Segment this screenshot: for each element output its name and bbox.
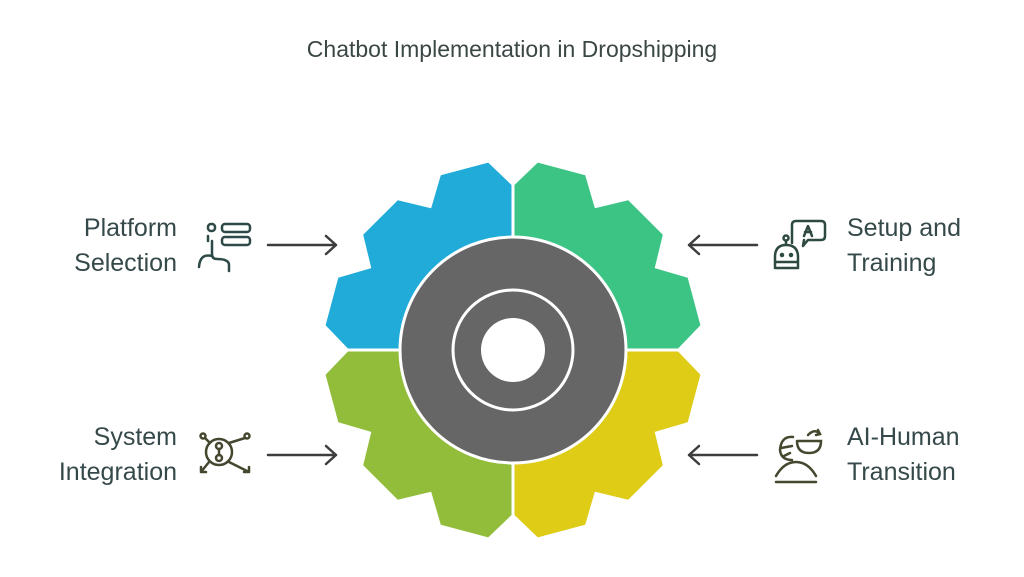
- label-ai-human-transition: AI-Human Transition: [847, 420, 960, 490]
- label-line: Training: [847, 249, 937, 277]
- label-line: Transition: [847, 458, 956, 486]
- hub-inner-ring: [451, 288, 575, 412]
- label-platform-selection: Platform Selection: [74, 211, 177, 281]
- ai-human-icon: [774, 428, 823, 484]
- label-line: AI-Human: [847, 423, 960, 451]
- label-line: Selection: [74, 249, 177, 277]
- arrow-right-icon: [266, 444, 338, 466]
- diagram-title: Chatbot Implementation in Dropshipping: [306, 36, 718, 62]
- arrow-right-icon: [266, 234, 338, 256]
- label-line: System: [93, 423, 177, 451]
- label-line: Platform: [83, 214, 177, 242]
- label-setup-training: Setup and Training: [847, 211, 961, 281]
- label-system-integration: System Integration: [59, 420, 177, 490]
- integration-hub-icon: [199, 432, 251, 474]
- robot-chat-icon: [773, 219, 827, 270]
- label-line: Setup and: [847, 214, 961, 242]
- arrow-left-icon: [687, 444, 759, 466]
- label-line: Integration: [58, 458, 177, 486]
- gear-axle-hole: [481, 318, 545, 382]
- hand-select-list-icon: [197, 222, 252, 273]
- arrow-left-icon: [687, 234, 759, 256]
